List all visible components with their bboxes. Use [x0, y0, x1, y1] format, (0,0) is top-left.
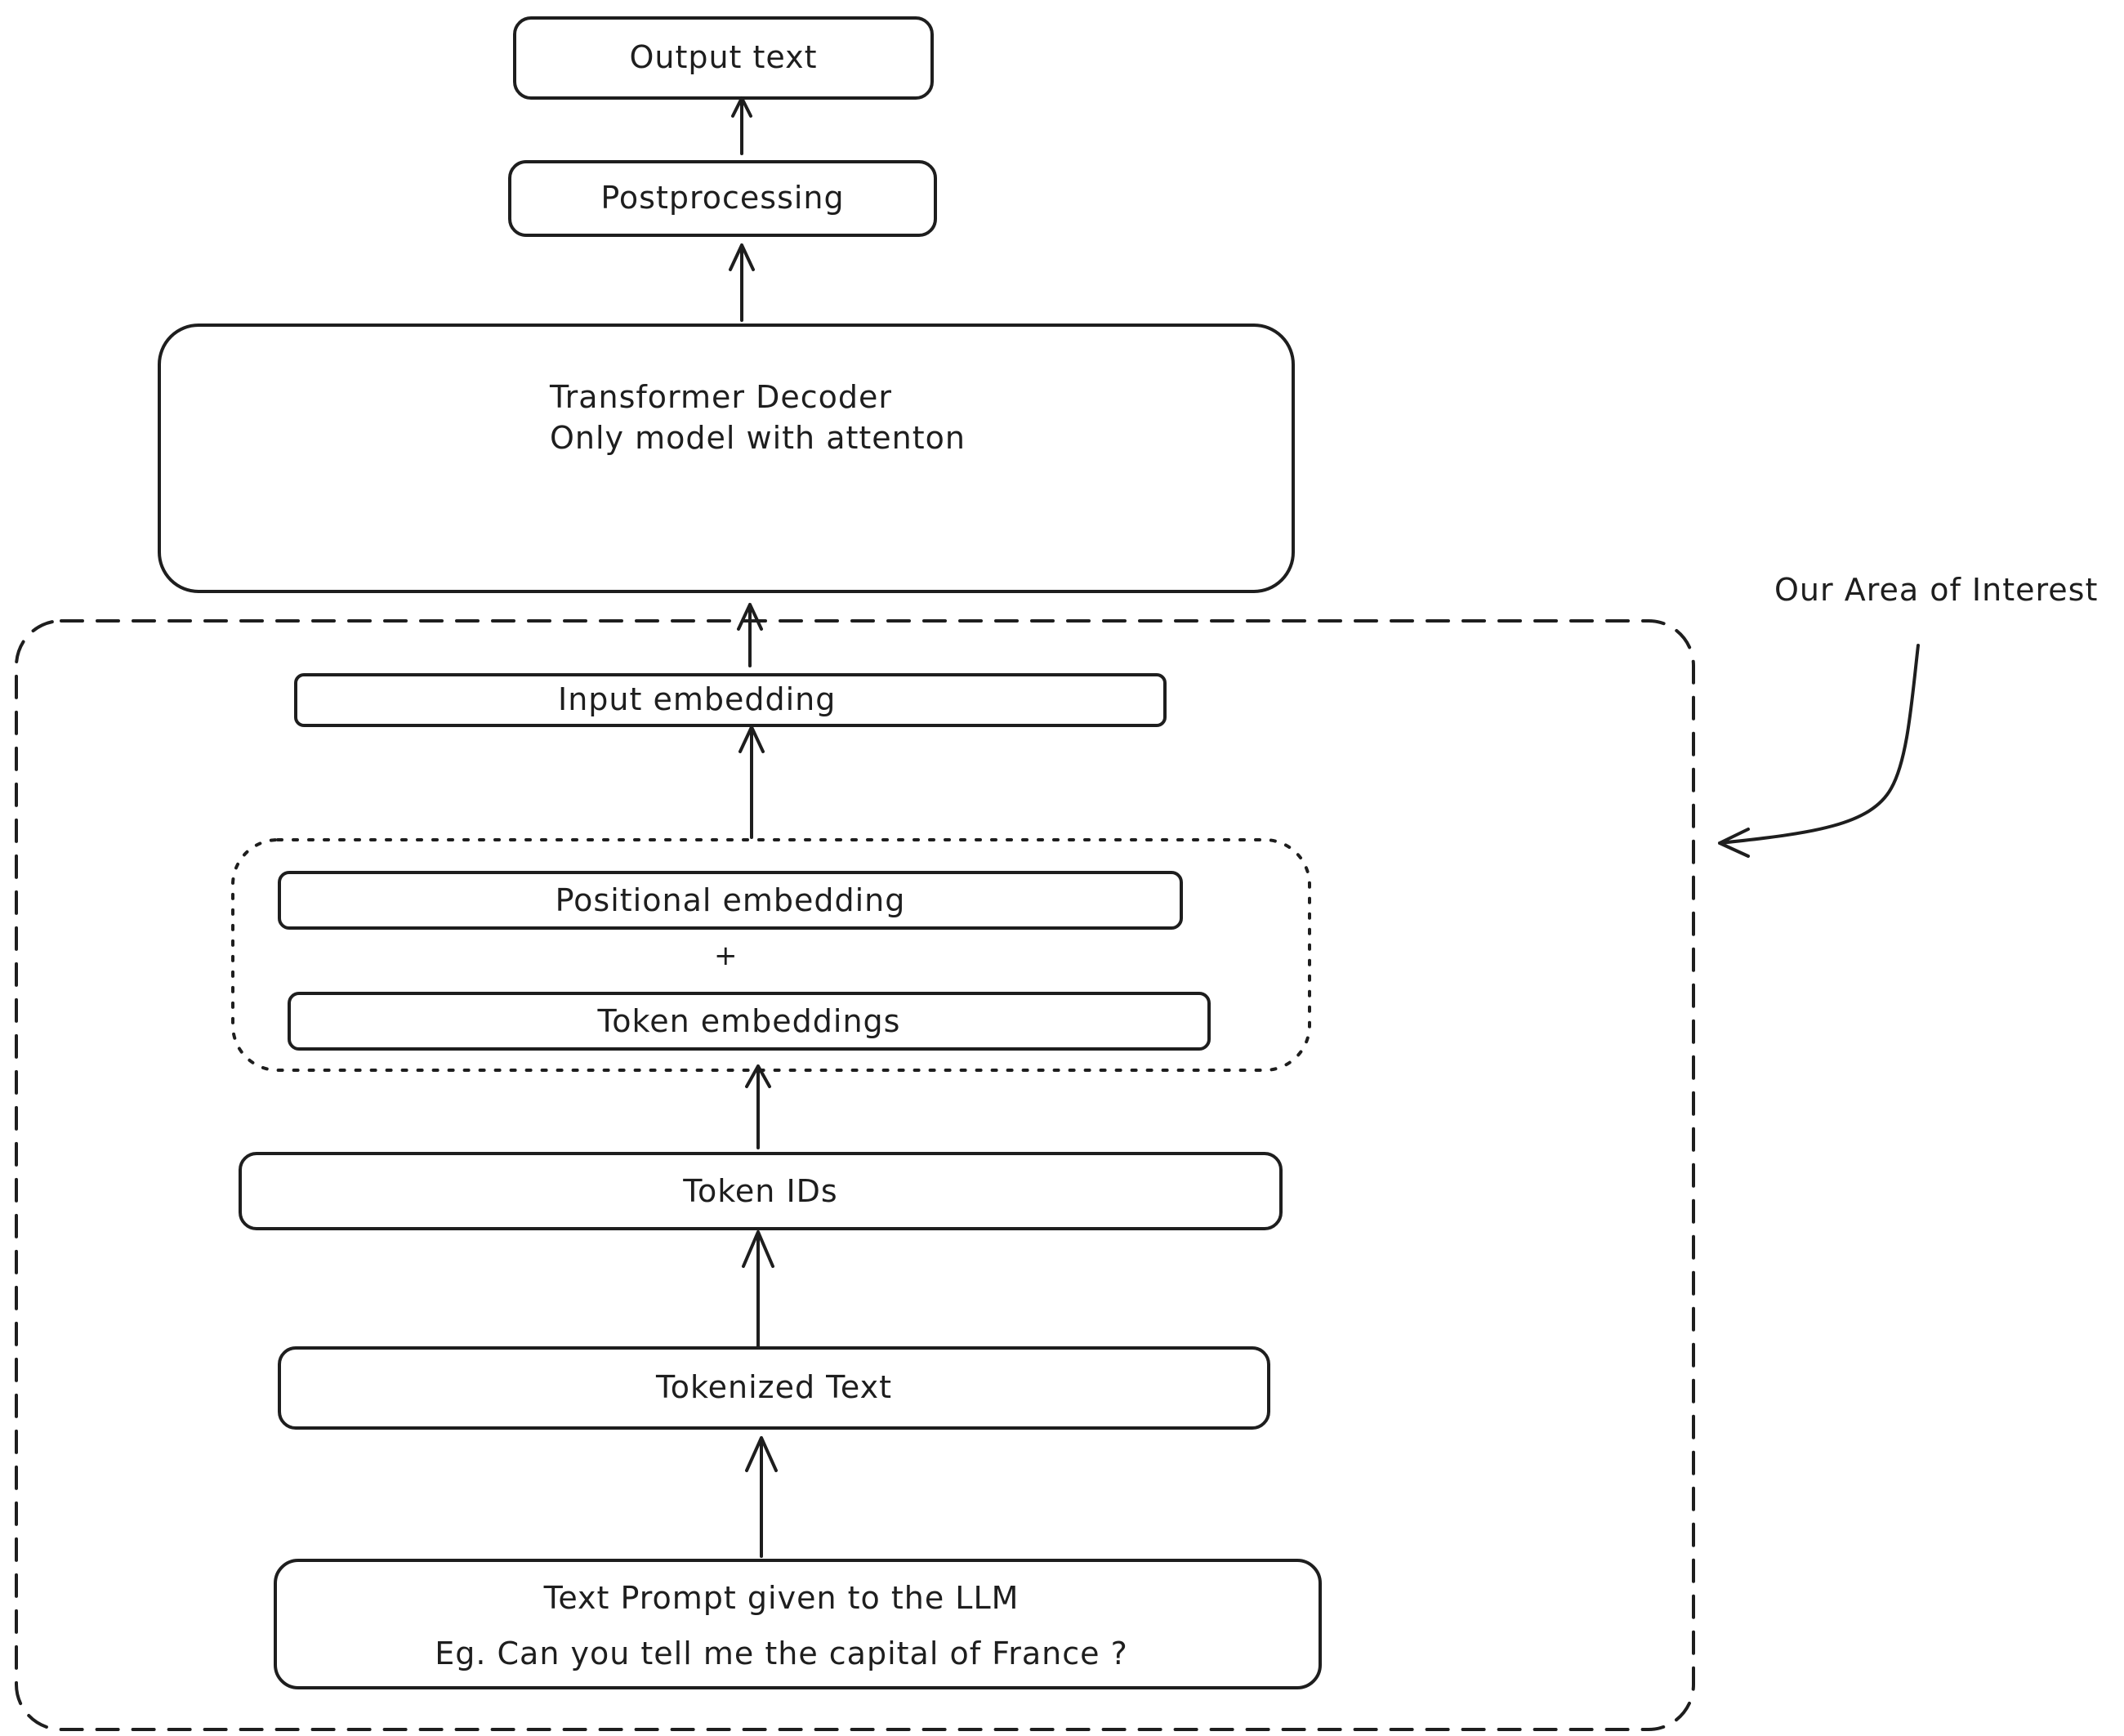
output-text-label: Output text — [629, 39, 818, 75]
input-embedding-label: Input embedding — [558, 681, 837, 717]
tokenized-text-label: Tokenized Text — [655, 1369, 893, 1405]
arrow-embeddings-to-input — [738, 725, 765, 839]
area-of-interest-label: Our Area of Interest — [1774, 572, 2099, 608]
transformer-subtitle: Only model with attenton — [550, 420, 966, 456]
text-prompt-node: Text Prompt given to the LLM Eg. Can you… — [274, 1559, 1322, 1689]
token-ids-node: Token IDs — [239, 1152, 1283, 1230]
arrow-transformer-to-postprocessing — [729, 243, 755, 322]
prompt-line-1: Text Prompt given to the LLM — [543, 1580, 1020, 1616]
token-embeddings-label: Token embeddings — [597, 1003, 901, 1039]
annotation-arrow — [1718, 644, 1920, 858]
arrow-prompt-to-tokenized — [745, 1436, 778, 1558]
prompt-line-2: Eg. Can you tell me the capital of Franc… — [435, 1636, 1128, 1671]
arrow-ids-to-embeddings — [745, 1064, 771, 1149]
output-text-node: Output text — [513, 16, 934, 100]
positional-embedding-label: Positional embedding — [555, 882, 906, 918]
positional-embedding-node: Positional embedding — [278, 871, 1183, 930]
plus-sign: + — [714, 939, 738, 972]
arrow-postprocessing-to-output — [731, 96, 752, 155]
token-ids-label: Token IDs — [683, 1173, 838, 1209]
transformer-title: Transformer Decoder — [550, 379, 893, 415]
arrow-input-to-transformer — [737, 603, 763, 667]
tokenized-text-node: Tokenized Text — [278, 1346, 1270, 1430]
token-embeddings-node: Token embeddings — [288, 992, 1211, 1051]
postprocessing-label: Postprocessing — [600, 180, 845, 216]
postprocessing-node: Postprocessing — [508, 160, 937, 237]
input-embedding-node — [294, 673, 1167, 727]
arrow-tokenized-to-ids — [742, 1230, 774, 1348]
transformer-decoder-node — [158, 324, 1295, 593]
